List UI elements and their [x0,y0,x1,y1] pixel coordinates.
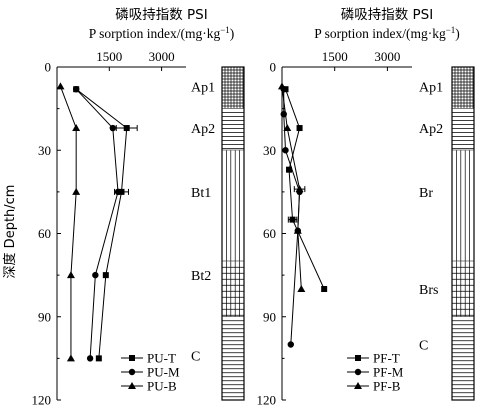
legend-label: PU-M [147,365,180,380]
chart-panel-1: 磷吸持指数 PSI P sorption index/(mg·kg−1) 1500 3… [2,7,245,408]
data-point [66,354,75,362]
legend-label: PU-T [147,351,176,366]
x-tick-label: 1500 [322,49,348,64]
data-point [72,124,81,132]
chart-title-en-sup: −1 [220,25,230,35]
series-line [60,86,77,359]
data-point [295,185,304,193]
horizon-label: Br [419,186,433,201]
soil-layer [452,108,474,151]
x-tick-label: 3000 [374,49,400,64]
y-tick-label: 90 [38,309,51,324]
data-point [92,271,99,279]
horizon-label: Bt2 [191,269,211,284]
chart-title-en-close: ) [230,26,235,41]
y-tick-label: 120 [32,393,52,408]
data-point [287,341,294,348]
legend-marker [355,355,361,361]
data-point [114,188,122,196]
chart-title-en-close: ) [455,26,460,41]
data-point [95,355,102,362]
legend-label: PF-B [373,379,401,394]
horizon-label: Ap2 [419,122,443,137]
soil-profile-column [451,66,475,401]
horizon-label: Ap1 [191,80,215,95]
series-line [75,88,128,359]
chart-title-en: P sorption index/(mg·kg−1) [314,25,460,41]
y-tick-label: 30 [263,143,276,158]
y-tick-label: 0 [45,60,52,75]
soil-layer [222,316,244,400]
y-tick-label: 30 [38,143,51,158]
data-point [297,285,306,292]
soil-layer [452,261,474,317]
data-point [293,226,302,234]
data-point [66,271,75,279]
y-tick-label: 0 [270,60,277,75]
y-tick-label: 60 [263,226,276,241]
chart-title-en: P sorption index/(mg·kg−1) [89,25,235,41]
legend-marker [128,368,136,376]
data-point [289,216,296,223]
soil-layer [452,316,474,400]
soil-layer [222,108,244,151]
legend-label: PF-M [373,365,404,380]
data-point [321,286,328,292]
y-axis-label: 深度 Depth/cm [2,185,18,279]
horizon-label: Brs [419,283,438,298]
legend-marker [128,382,136,389]
y-tick-label: 120 [257,393,277,408]
data-point [102,272,109,279]
x-tick-label: 1500 [96,49,122,64]
data-point [278,82,286,90]
horizon-label: Ap2 [191,122,215,137]
chart-title-cn: 磷吸持指数 PSI [115,7,207,23]
data-point [72,86,80,93]
legend-marker [354,382,362,389]
series-line [283,89,301,345]
legend-marker [354,368,362,376]
data-point [72,187,81,195]
y-tick-label: 60 [38,226,51,241]
data-point [123,125,130,132]
horizon-label: C [419,339,428,354]
legend-label: PF-T [373,351,400,366]
chart-title-cn: 磷吸持指数 PSI [341,7,433,23]
y-tick-label: 90 [263,309,276,324]
data-point [56,82,65,90]
series-PU-M [72,86,122,362]
column-border [451,66,475,401]
legend-marker [129,355,135,361]
horizon-label: Ap1 [419,80,443,95]
chart-panel-2: 磷吸持指数 PSI P sorption index/(mg·kg−1) 1500 3… [257,7,475,408]
data-point [286,166,293,173]
data-point [109,124,116,132]
soil-profile-column [221,66,245,401]
soil-layer [222,261,244,317]
data-point [86,355,94,362]
horizon-label: C [191,350,200,365]
chart-title-en-main: P sorption index/(mg·kg [89,26,221,41]
data-point [118,188,125,195]
series-PU-T [73,86,130,362]
column-border [221,66,245,401]
soil-layer [452,150,474,262]
data-point [282,147,289,154]
legend-label: PU-B [147,379,177,394]
series-PU-B [56,82,81,362]
data-point [283,124,292,132]
chart-title-en-main: P sorption index/(mg·kg [314,26,446,41]
chart-title-en-sup: −1 [446,25,456,35]
data-point [296,125,303,132]
x-tick-label: 3000 [149,49,175,64]
soil-layer [222,150,244,262]
horizon-label: Bt1 [191,186,211,201]
series-PF-B [278,82,306,292]
